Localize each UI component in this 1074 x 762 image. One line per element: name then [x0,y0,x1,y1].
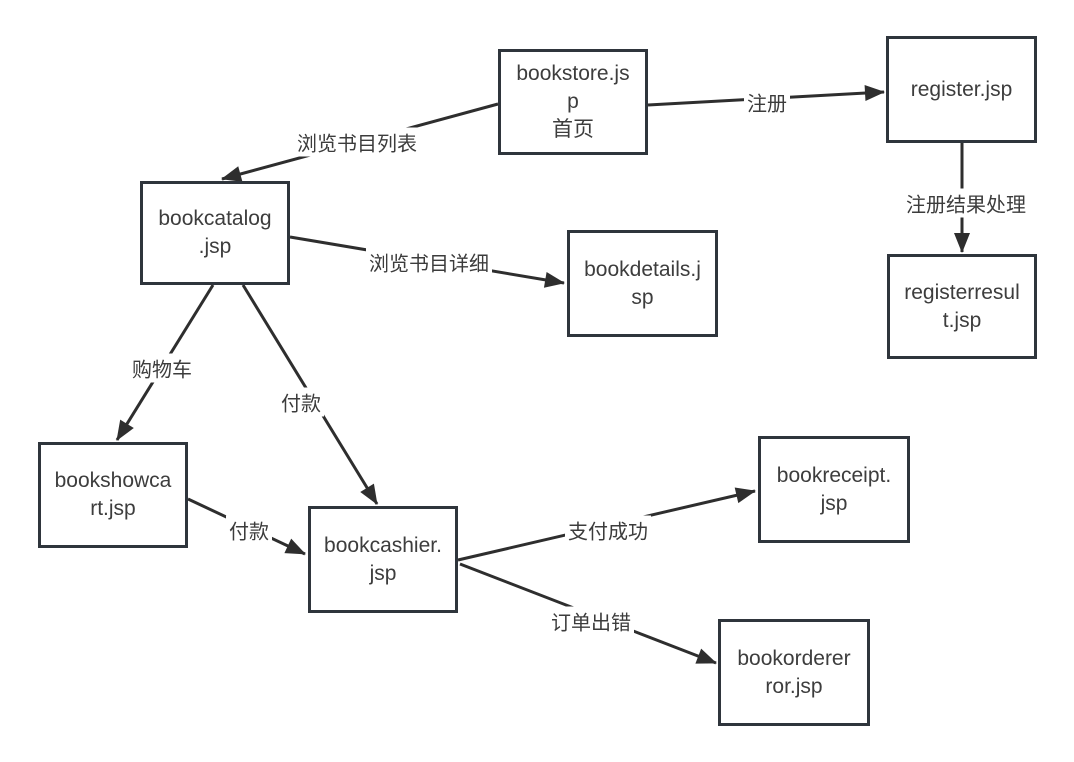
node-bookreceipt-jsp-label: bookreceipt. jsp [776,463,892,515]
node-bookstore-jsp: bookstore.js p 首页 [498,49,648,155]
edge-label-browse-book-list: 浏览书目列表 [294,127,420,157]
node-bookordererror-jsp-label: bookorderer ror.jsp [737,646,851,698]
node-bookdetails-jsp: bookdetails.j sp [567,230,718,337]
node-register-jsp: register.jsp [886,36,1037,143]
node-bookcatalog-jsp: bookcatalog .jsp [140,181,290,285]
node-register-jsp-label: register.jsp [910,77,1013,101]
node-bookshowcart-jsp-label: bookshowca rt.jsp [54,469,172,520]
edge-label-payment-success: 支付成功 [565,515,651,545]
edge-label-order-error: 订单出错 [548,606,634,636]
node-registerresult-jsp: registerresul t.jsp [887,254,1037,359]
edge-label-register-result: 注册结果处理 [903,188,1029,218]
node-registerresult-jsp-label: registerresul t.jsp [904,280,1020,332]
edge-label-pay-from-cart: 付款 [226,515,272,545]
edge-label-pay-from-catalog: 付款 [278,387,324,417]
node-bookstore-jsp-label: bookstore.js p 首页 [516,62,630,141]
node-bookreceipt-jsp: bookreceipt. jsp [758,436,910,543]
node-bookcashier-jsp: bookcashier. jsp [308,506,458,613]
edge-label-browse-book-details: 浏览书目详细 [366,247,492,277]
node-bookcashier-jsp-label: bookcashier. jsp [324,533,442,585]
node-bookcatalog-jsp-label: bookcatalog .jsp [158,207,272,258]
node-bookshowcart-jsp: bookshowca rt.jsp [38,442,188,548]
edge-label-shopping-cart: 购物车 [129,353,195,383]
node-bookordererror-jsp: bookorderer ror.jsp [718,619,870,726]
edge-label-register: 注册 [744,87,790,117]
node-bookdetails-jsp-label: bookdetails.j sp [584,257,701,309]
